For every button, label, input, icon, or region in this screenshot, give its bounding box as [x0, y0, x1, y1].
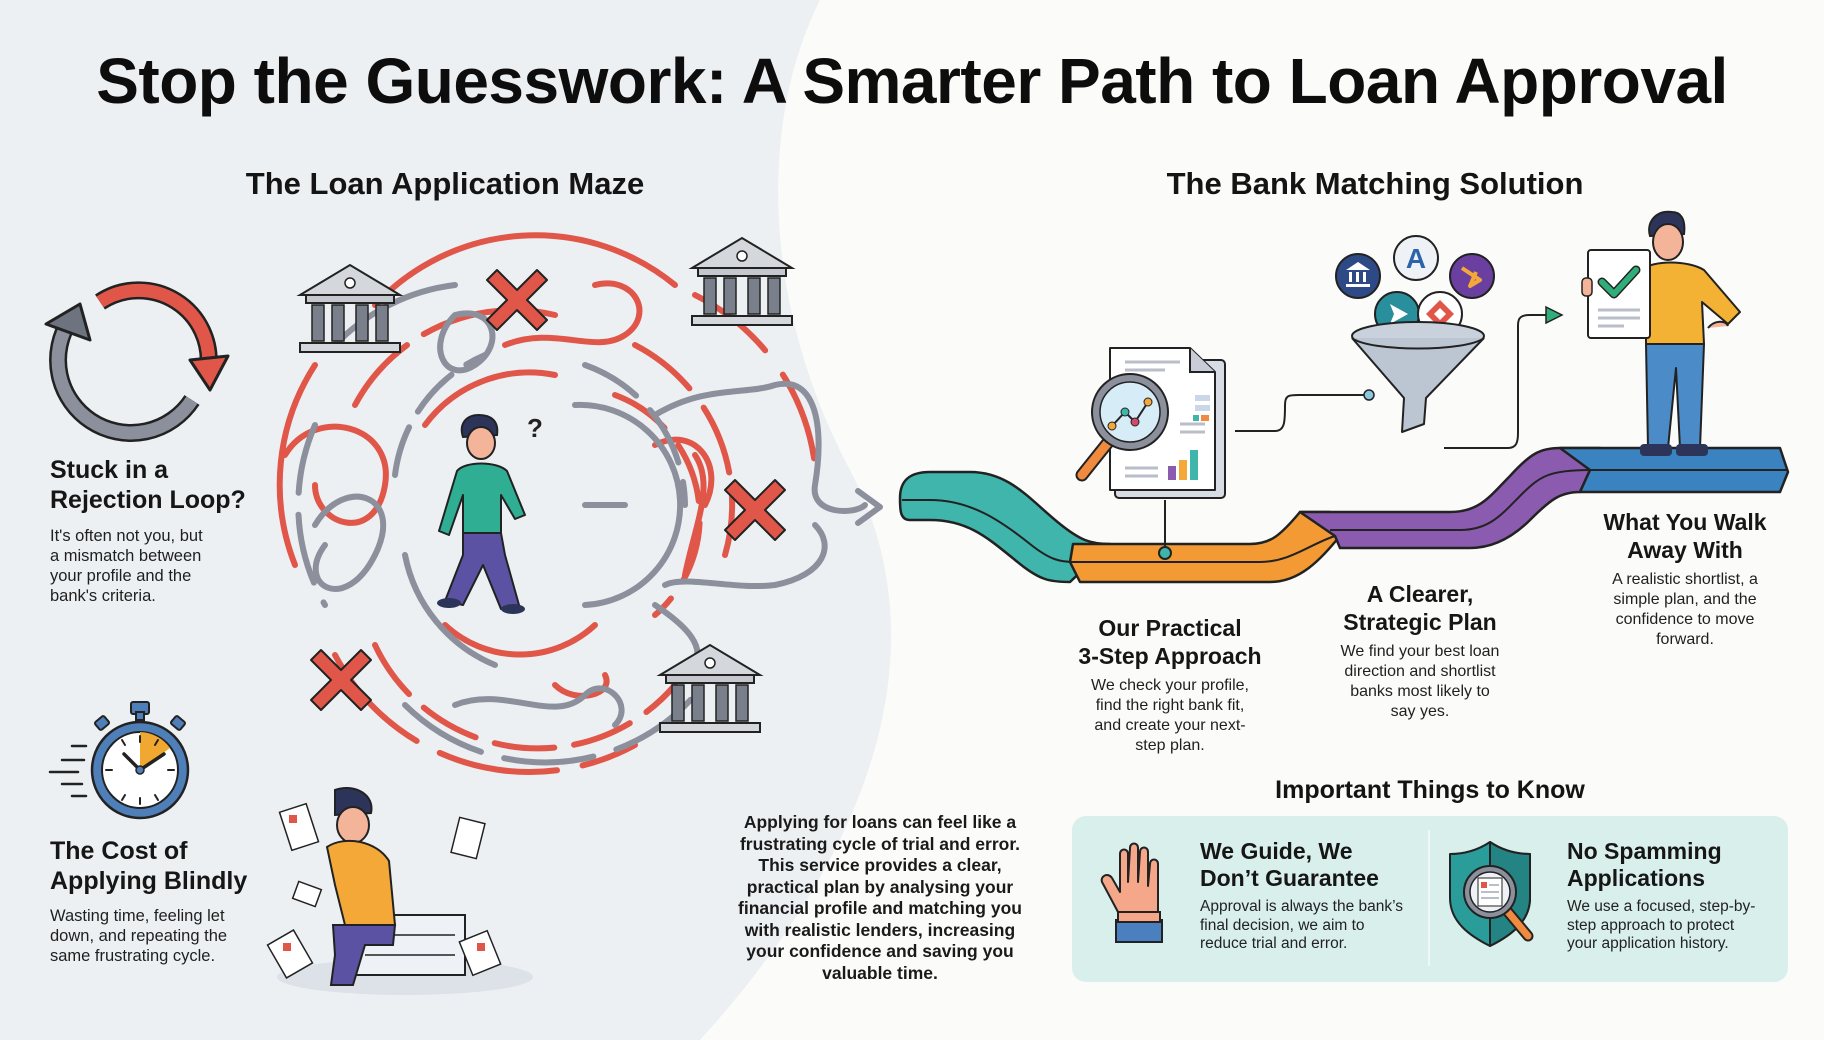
shield-magnifier-icon — [1449, 841, 1534, 947]
loan-maze-illustration: ? — [276, 232, 883, 775]
cycle-arrows-icon — [44, 281, 230, 442]
body-line: step approach to protect — [1567, 916, 1735, 934]
bank-icon — [656, 643, 764, 733]
step-1: Our Practical 3-Step Approach We check y… — [1050, 614, 1290, 756]
rejection-loop-heading: Stuck in a Rejection Loop? — [50, 455, 246, 515]
heading-line: A Clearer, — [1366, 581, 1474, 607]
summary-paragraph: Applying for loans can feel like a frust… — [720, 812, 1040, 984]
body-line: We find your best loan — [1340, 643, 1500, 660]
heading-line: 3-Step Approach — [1078, 643, 1262, 669]
summary-line: frustrating cycle of trial and error. — [739, 833, 1021, 854]
heading-line: Away With — [1627, 537, 1743, 563]
body-line: We check your profile, — [1091, 677, 1249, 694]
heading-line: Our Practical — [1098, 615, 1242, 641]
step-heading: What You Walk Away With — [1580, 508, 1790, 564]
guide-heading: We Guide, We Don’t Guarantee — [1200, 838, 1425, 892]
no-spam-heading: No Spamming Applications — [1567, 838, 1782, 892]
body-line: reduce trial and error. — [1200, 935, 1348, 952]
body-line: banks most likely to — [1350, 683, 1490, 700]
left-section-title: The Loan Application Maze — [245, 166, 645, 201]
heading-line: Applications — [1567, 865, 1706, 891]
body-line: direction and shortlist — [1344, 663, 1496, 680]
rejection-loop-body: It's often not you, but a mismatch betwe… — [50, 526, 203, 606]
step-body: We find your best loan direction and sho… — [1310, 642, 1530, 722]
body-line: your application history. — [1567, 935, 1729, 952]
important-panel — [1072, 816, 1788, 982]
right-section-title: The Bank Matching Solution — [1166, 166, 1584, 201]
body-line: same frustrating cycle. — [50, 947, 216, 965]
x-mark-icon — [724, 479, 786, 541]
important-title: Important Things to Know — [1275, 776, 1585, 804]
guide-item: We Guide, We Don’t Guarantee Approval is… — [1200, 838, 1425, 954]
question-mark-icon: ? — [527, 413, 543, 443]
confused-person-icon — [437, 413, 526, 614]
solution-path-illustration — [898, 446, 1790, 584]
body-line: find the right bank fit, — [1095, 697, 1245, 714]
body-line: down, and repeating the — [50, 927, 228, 945]
heading-line: What You Walk — [1603, 509, 1767, 535]
summary-line: Applying for loans can feel like a — [743, 812, 1017, 832]
body-line: bank's criteria. — [50, 587, 156, 605]
confident-person-with-checklist-icon — [1581, 210, 1741, 456]
summary-line: financial profile and matching you — [738, 898, 1022, 918]
body-line: simple plan, and the — [1613, 591, 1757, 608]
step-body: We check your profile, find the right ba… — [1050, 676, 1290, 756]
stopwatch-icon — [48, 701, 190, 820]
body-line: A realistic shortlist, a — [1612, 571, 1758, 588]
summary-line: This service provides a clear, — [758, 855, 1002, 875]
cost-heading: The Cost of Applying Blindly — [50, 836, 247, 896]
no-spam-item: No Spamming Applications We use a focuse… — [1567, 838, 1782, 954]
svg-text:A: A — [1406, 243, 1426, 274]
step-3: What You Walk Away With A realistic shor… — [1580, 508, 1790, 650]
bank-icon — [296, 263, 404, 353]
heading-line: Rejection Loop? — [50, 486, 246, 514]
heading-line: We Guide, We — [1200, 838, 1353, 864]
summary-line: with realistic lenders, increasing — [744, 919, 1016, 940]
body-line: confidence to move — [1615, 611, 1755, 628]
heading-line: Stuck in a — [50, 456, 169, 484]
stop-hand-icon — [1100, 842, 1163, 943]
step-heading: Our Practical 3-Step Approach — [1050, 614, 1290, 670]
body-line: a mismatch between — [50, 547, 202, 565]
letter-a-logo-icon — [1393, 235, 1439, 281]
heading-line: No Spamming — [1567, 838, 1722, 864]
bank-funnel-icon: A — [1335, 235, 1495, 433]
body-line: step plan. — [1135, 737, 1205, 754]
heading-line: Don’t Guarantee — [1200, 865, 1379, 891]
body-line: forward. — [1656, 631, 1714, 648]
body-line: and create your next- — [1094, 717, 1246, 734]
summary-line: your confidence and saving you — [746, 941, 1014, 961]
document-analysis-icon — [1075, 347, 1226, 499]
x-mark-icon — [486, 269, 548, 331]
heading-line: The Cost of — [50, 837, 188, 865]
page-title: Stop the Guesswork: A Smarter Path to Lo… — [96, 45, 1728, 117]
no-spam-body: We use a focused, step-by- step approach… — [1567, 898, 1782, 954]
panel-divider — [1428, 830, 1430, 966]
body-line: It's often not you, but — [50, 527, 203, 545]
cost-body: Wasting time, feeling let down, and repe… — [50, 906, 227, 966]
summary-line: valuable time. — [822, 962, 938, 983]
heading-line: Strategic Plan — [1343, 609, 1497, 635]
connector-line — [1235, 389, 1375, 432]
body-line: Approval is always the bank’s — [1200, 898, 1404, 915]
body-line: say yes. — [1390, 703, 1450, 720]
heading-line: Applying Blindly — [50, 867, 248, 895]
guide-body: Approval is always the bank’s final deci… — [1200, 898, 1425, 954]
connector-arrow — [1444, 305, 1564, 449]
x-mark-icon — [310, 649, 372, 711]
step-2: A Clearer, Strategic Plan We find your b… — [1310, 580, 1530, 722]
body-line: final decision, we aim to — [1200, 916, 1365, 934]
body-line: We use a focused, step-by- — [1567, 898, 1756, 915]
stressed-person-with-papers-icon — [266, 787, 533, 995]
step-heading: A Clearer, Strategic Plan — [1310, 580, 1530, 636]
body-line: your profile and the — [50, 567, 192, 585]
summary-line: practical plan by analysing your — [746, 876, 1014, 897]
bank-icon — [688, 236, 796, 326]
step-body: A realistic shortlist, a simple plan, an… — [1580, 570, 1790, 650]
body-line: Wasting time, feeling let — [50, 907, 225, 925]
